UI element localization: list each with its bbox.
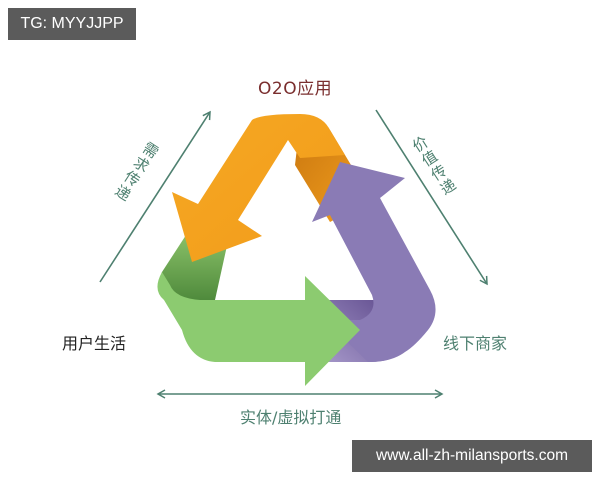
node-o2o-app: O2O应用 <box>258 79 333 99</box>
node-user-life: 用户生活 <box>62 334 127 353</box>
green-arrow <box>157 272 360 386</box>
watermark-bottom-right: www.all-zh-milansports.com <box>352 440 592 472</box>
purple-arrow <box>312 162 436 362</box>
watermark-top-left: TG: MYYJJPP <box>8 8 136 40</box>
node-offline-merchant: 线下商家 <box>443 334 508 353</box>
edge-label-bridge: 实体/虚拟打通 <box>240 408 342 427</box>
value-arrow-line <box>375 109 488 286</box>
orange-arrow <box>172 114 345 262</box>
demand-arrow-line <box>99 110 211 283</box>
